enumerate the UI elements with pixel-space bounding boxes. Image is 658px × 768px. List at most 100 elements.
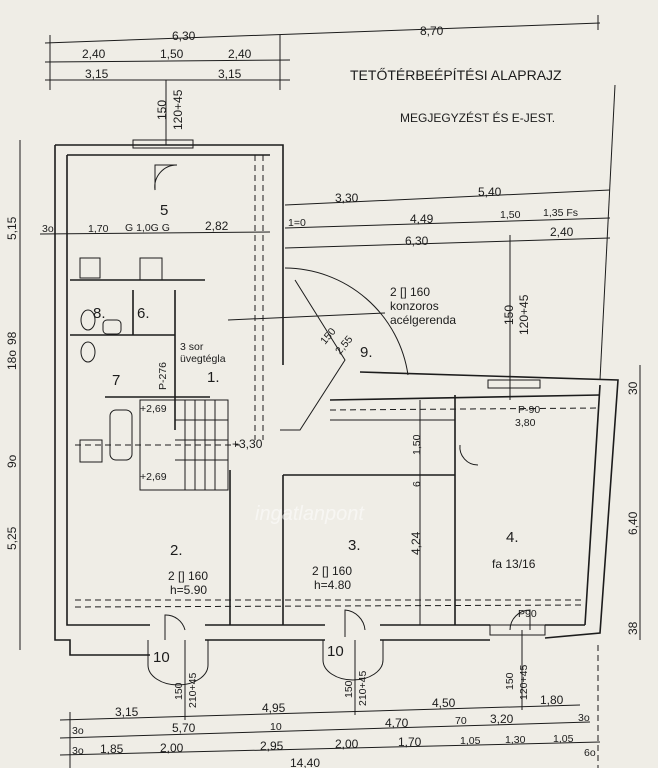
room-5-label: 5 — [160, 202, 168, 219]
dim-bottom: 1,05 — [460, 735, 481, 747]
dim-bottom: 2,95 — [260, 739, 284, 753]
dim-inner: 5,40 — [478, 185, 502, 199]
dim-bottom: 3,15 — [115, 705, 139, 719]
dim-bottom: 1,85 — [100, 742, 124, 756]
level-mark: +3,30 — [232, 437, 263, 451]
dim-vertical: 6 — [411, 481, 423, 487]
step-level: +2,69 — [140, 471, 167, 483]
dim-inner: 2,40 — [550, 225, 574, 239]
beam-note: acélgerenda — [390, 313, 456, 327]
dim-bottom: 1,05 — [553, 733, 574, 745]
room-10a-label: 10 — [153, 649, 170, 666]
plan-title: TETŐTÉRBEÉPÍTÉSI ALAPRAJZ — [350, 67, 562, 83]
beam-note-2: h=5.90 — [170, 583, 207, 597]
dim-bottom: 3o — [578, 712, 590, 724]
beam-leader — [227, 312, 386, 321]
dim-right: 6,40 — [626, 511, 640, 535]
dim-window: 150 — [155, 100, 169, 120]
dim-left: 9o — [5, 454, 19, 468]
glass-note: üvegtégla — [180, 353, 226, 365]
window-note: 3,80 — [515, 417, 536, 429]
dim-inner: 3,30 — [335, 191, 359, 205]
dim-bottom: 5,70 — [172, 721, 196, 735]
room-10b-label: 10 — [327, 643, 344, 660]
dim-bottom: 1,30 — [505, 734, 526, 746]
window-note: P90 — [518, 608, 537, 620]
dim-top: 3,15 — [218, 67, 242, 81]
window-dim: 210+45 — [187, 673, 199, 708]
window-dim: 210+45 — [357, 671, 369, 706]
inner-dimension-lines — [19, 140, 641, 768]
dim-top: 6,30 — [172, 29, 196, 43]
room-1-label: 1. — [207, 369, 220, 386]
dim-left: 98 — [5, 331, 19, 345]
dim-bottom: 10 — [270, 721, 282, 733]
window-note: P-90 — [518, 404, 540, 416]
dim-inner: 2,82 — [205, 219, 229, 233]
beam-note: konzoros — [390, 299, 439, 313]
dim-bottom: 4,50 — [432, 696, 456, 710]
dim-left: 18o — [5, 350, 19, 370]
diag-dim: 2,55 — [333, 333, 355, 356]
plan-subtitle: MEGJEGYZÉST ÉS E-JEST. — [400, 110, 555, 125]
walls — [54, 84, 619, 768]
dim-right: 30 — [626, 381, 640, 395]
diag-dim: 150 — [318, 326, 339, 347]
dim-right: 150 — [502, 305, 516, 325]
beam-note-4: fa 13/16 — [492, 557, 536, 571]
dim-inner: G 1,0G G — [125, 222, 170, 234]
dim-inner: 1,50 — [500, 209, 521, 221]
dim-bottom: 2,00 — [335, 737, 359, 751]
beam-note-3: h=4.80 — [314, 578, 351, 592]
room-8-label: 8. — [93, 305, 106, 322]
dim-bottom: 3o — [72, 725, 84, 737]
dim-top: 8,70 — [420, 24, 444, 38]
room-6-label: 6. — [137, 305, 150, 322]
dim-bottom: 4,95 — [262, 701, 286, 715]
staircase — [109, 399, 229, 491]
dim-left: 5,25 — [5, 526, 19, 550]
doors-windows — [132, 139, 546, 686]
step-level: +2,69 — [140, 403, 167, 415]
room-3-label: 3. — [348, 537, 361, 554]
room-9-label: 9. — [360, 344, 373, 361]
dim-bottom: 3,20 — [490, 712, 514, 726]
dim-bottom: 2,00 — [160, 741, 184, 755]
dim-inner: 4,49 — [410, 212, 434, 226]
dim-window: 120+45 — [171, 89, 185, 130]
top-dimension-lines — [44, 15, 601, 145]
dim-top: 2,40 — [82, 47, 106, 61]
dim-right: 120+45 — [517, 294, 531, 335]
beam-note: 2 [] 160 — [390, 285, 430, 299]
dim-inner: 6,30 — [405, 234, 429, 248]
dim-inner: 1,70 — [88, 223, 109, 235]
room-4-label: 4. — [506, 529, 519, 546]
beam-note-3: 2 [] 160 — [312, 564, 352, 578]
window-dim: 150 — [504, 672, 516, 690]
dim-bottom: 6o — [584, 747, 596, 759]
room-7-label: 7 — [112, 372, 120, 389]
dim-top: 1,50 — [160, 47, 184, 61]
dim-vertical: 1,50 — [411, 434, 423, 455]
dim-inner: 3o — [42, 223, 54, 235]
dim-bottom: 70 — [455, 715, 467, 727]
dim-top: 2,40 — [228, 47, 252, 61]
window-dim: 150 — [343, 680, 355, 698]
window-note: P-276 — [157, 362, 169, 390]
dim-left: 5,15 — [5, 216, 19, 240]
dim-bottom: 1,70 — [398, 735, 422, 749]
watermark: ingatlanpont — [255, 503, 365, 525]
dim-inner: 1=0 — [288, 217, 306, 229]
dim-top: 3,15 — [85, 67, 109, 81]
dim-bottom: 4,70 — [385, 716, 409, 730]
room-2-label: 2. — [170, 542, 183, 559]
window-dim: 120+45 — [518, 665, 530, 700]
dim-total: 14,40 — [290, 756, 320, 768]
bathroom-fixtures — [79, 257, 163, 463]
dim-bottom: 1,80 — [540, 693, 564, 707]
dim-inner: 1,35 Fs — [543, 207, 578, 219]
beam-note-2: 2 [] 160 — [168, 569, 208, 583]
dim-right: 38 — [626, 621, 640, 635]
dim-vertical: 4,24 — [409, 531, 423, 555]
